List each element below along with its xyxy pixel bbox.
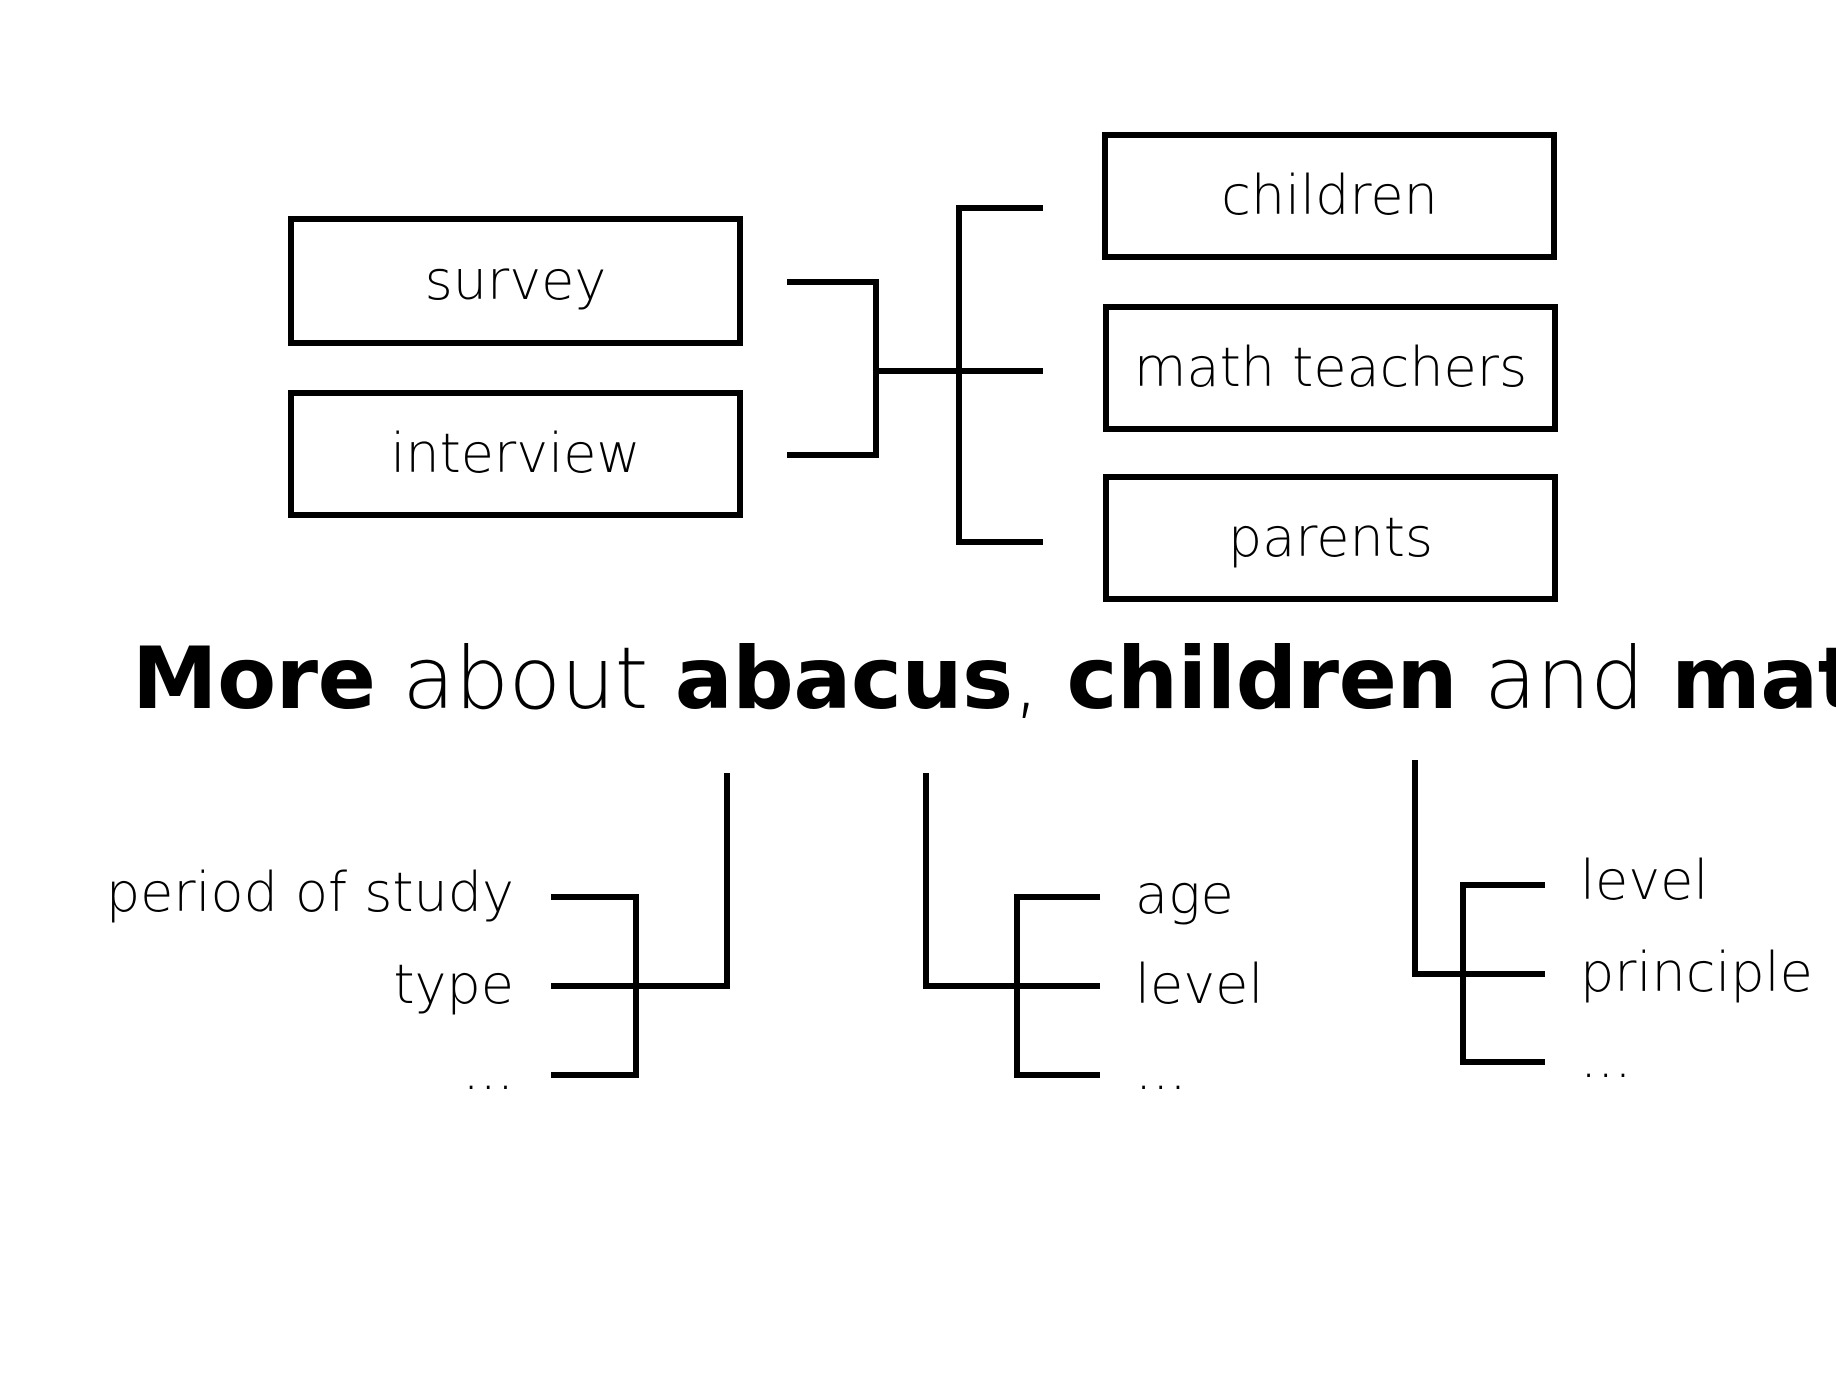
- math-teachers-box: math teachers: [1103, 304, 1558, 432]
- children-label: children: [1221, 164, 1438, 227]
- heading-abacus: abacus: [674, 629, 1014, 729]
- heading-more: More: [132, 629, 376, 729]
- heading-about: about: [375, 629, 675, 729]
- children-attribute-level: level: [1135, 953, 1264, 1016]
- heading-and: and: [1457, 629, 1672, 729]
- children-box: children: [1102, 132, 1557, 260]
- math-attribute-more: ...: [1580, 1027, 1632, 1090]
- math-attribute-principle: principle: [1580, 941, 1813, 1004]
- methods-bracket: [787, 279, 879, 458]
- interview-box: interview: [288, 390, 743, 518]
- parents-box: parents: [1103, 474, 1558, 602]
- heading-math: math: [1671, 629, 1836, 729]
- math-attributes-bracket: [1412, 760, 1545, 1065]
- math-teachers-label: math teachers: [1133, 336, 1528, 399]
- children-attribute-more: ...: [1135, 1039, 1187, 1102]
- interview-label: interview: [390, 422, 641, 485]
- children-attribute-age: age: [1135, 863, 1234, 926]
- abacus-attribute-type: type: [393, 953, 514, 1016]
- survey-label: survey: [424, 249, 607, 312]
- heading-children: children: [1066, 629, 1458, 729]
- heading-comma: ,: [1012, 629, 1067, 729]
- abacus-attribute-more: ...: [462, 1039, 515, 1102]
- abacus-attribute-period-of-study: period of study: [105, 861, 514, 924]
- abacus-attributes-bracket: [551, 773, 730, 1078]
- section-heading: More about abacus, children and math...: [132, 636, 1836, 722]
- math-attribute-level: level: [1580, 849, 1709, 912]
- participants-bracket: [956, 205, 1043, 545]
- children-attributes-bracket: [923, 773, 1100, 1078]
- parents-label: parents: [1227, 506, 1434, 569]
- survey-box: survey: [288, 216, 743, 346]
